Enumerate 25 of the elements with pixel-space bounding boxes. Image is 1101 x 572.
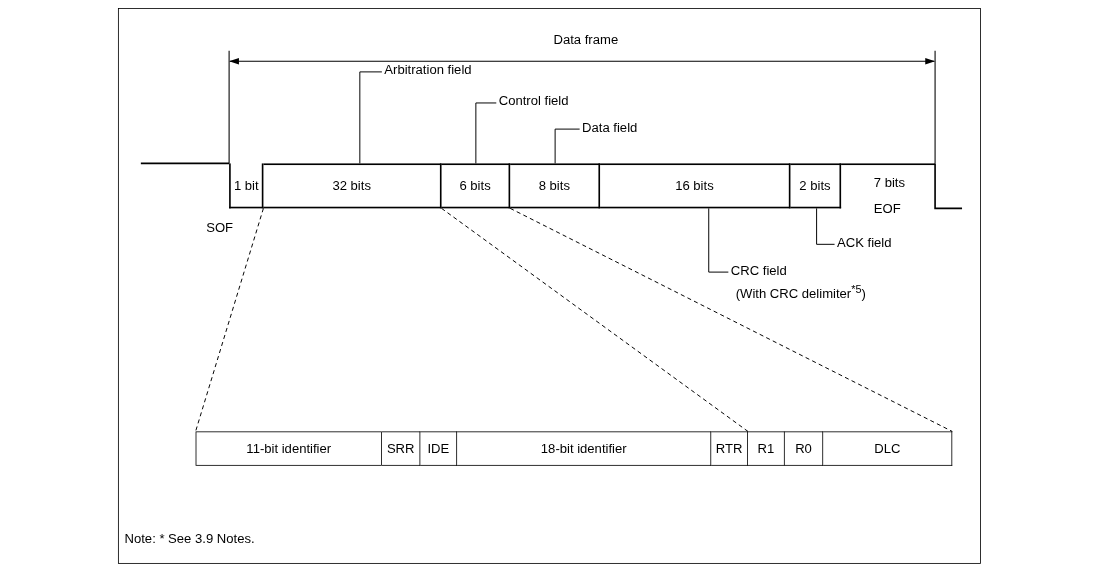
bit-field-cell: 2 bits — [790, 163, 842, 209]
field-label: SOF — [206, 220, 234, 236]
note-text: Note: * See 3.9 Notes. — [124, 531, 255, 546]
dimension-label: Data frame — [553, 32, 619, 48]
bit-field-cell: 32 bits — [263, 163, 442, 209]
field-label: CRC field — [730, 263, 787, 278]
leader-line — [708, 207, 729, 273]
bit-field-cell: 6 bits — [441, 163, 511, 209]
expansion-line — [441, 207, 749, 432]
note-text: EOF — [873, 201, 901, 217]
field-label: Arbitration field — [384, 62, 472, 78]
field-label: ACK field — [837, 235, 892, 251]
field-label: 7 bits — [873, 175, 906, 191]
expansion-line — [195, 207, 264, 432]
bit-field-cell: 8 bits — [510, 163, 601, 209]
field-label: Data field — [582, 120, 638, 135]
expansion-line — [509, 207, 953, 432]
leader-line — [554, 128, 581, 164]
leader-line — [359, 71, 383, 164]
bit-field-cell: 1 bit — [229, 163, 264, 209]
bit-field-cell: 16 bits — [600, 163, 791, 209]
leader-line — [816, 207, 836, 245]
field-label: Control field — [498, 93, 569, 109]
leader-line — [475, 102, 497, 164]
note-text: (With CRC delimiter$^{*5}$) — [735, 282, 866, 301]
